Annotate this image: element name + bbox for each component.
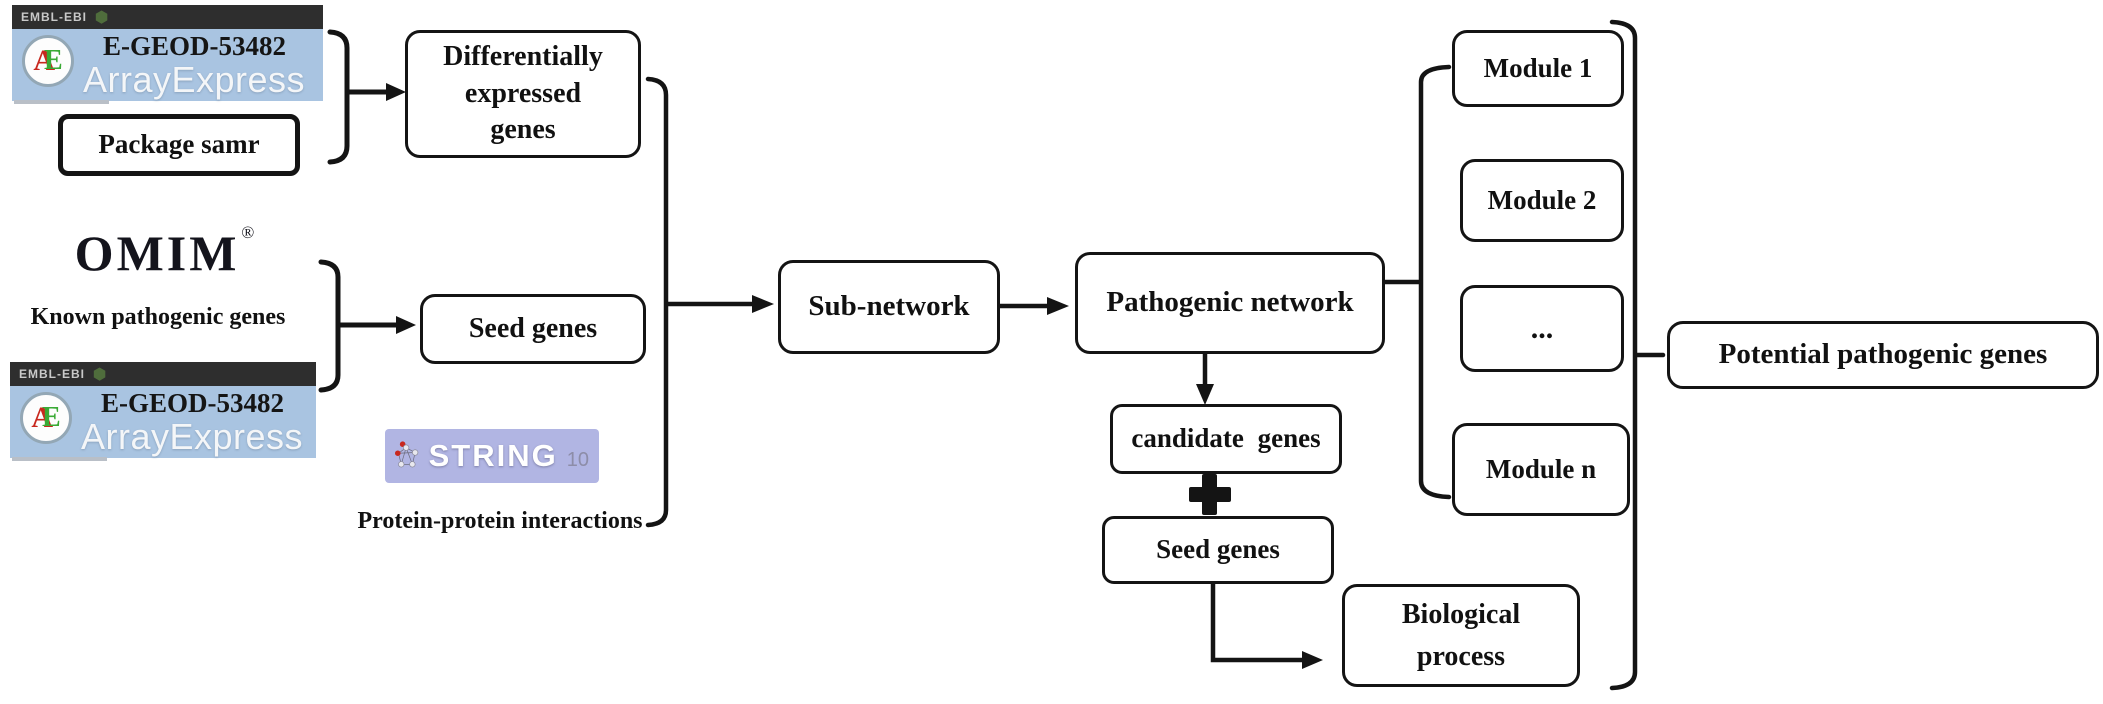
arrayexpress-card-top: EMBL-EBI ⬢ A E E-GEOD-53482 ArrayExpress xyxy=(12,5,323,104)
potential-pathogenic-genes-label: Potential pathogenic genes xyxy=(1718,338,2048,371)
module-2-label: Module 2 xyxy=(1487,184,1597,215)
biological-process-line-1: Biological xyxy=(1401,598,1521,630)
logo-base-strip xyxy=(14,100,109,104)
seed-genes-lower-box: Seed genes xyxy=(1102,516,1334,584)
seed-genes-lower-label: Seed genes xyxy=(1156,534,1280,565)
string-network-icon xyxy=(395,441,419,468)
logo-letter-a: A xyxy=(33,44,55,77)
sub-network-box: Sub-network xyxy=(778,260,1000,354)
module-1-box: Module 1 xyxy=(1452,30,1624,107)
string-name: STRING xyxy=(428,438,558,473)
plus-icon xyxy=(1189,474,1231,515)
logo-letter-e: E xyxy=(43,45,63,76)
bracket-omim-arrayexpress xyxy=(318,259,341,393)
known-pathogenic-genes-caption: Known pathogenic genes xyxy=(30,304,286,330)
package-samr-label: Package samr xyxy=(98,129,260,160)
registered-mark: ® xyxy=(241,223,258,242)
arrow-subnetwork-to-pathogenic-head xyxy=(1047,297,1069,315)
candidate-genes-box: candidate genes xyxy=(1110,404,1342,474)
bracket-merge-inputs xyxy=(645,76,669,528)
module-n-box: Module n xyxy=(1452,423,1630,516)
deg-line-1: Differentially xyxy=(443,41,603,73)
arrayexpress-brand: ArrayExpress xyxy=(82,59,306,100)
pathogenic-network-box: Pathogenic network xyxy=(1075,252,1385,354)
arrow-seedgenes-to-bioprocess-head xyxy=(1302,651,1323,669)
deg-line-2: expressed xyxy=(464,77,582,109)
module-1-label: Module 1 xyxy=(1483,52,1593,83)
protein-protein-interactions-caption: Protein-protein interactions xyxy=(357,508,643,534)
biological-process-box: Biological process xyxy=(1342,584,1580,687)
string-version: 10 xyxy=(566,448,589,471)
arrow-to-deg-head xyxy=(386,83,406,101)
arrayexpress-panel: A E E-GEOD-53482 ArrayExpress xyxy=(10,386,316,461)
logo-letter-e: E xyxy=(41,402,61,433)
embl-ebi-bar: EMBL-EBI ⬢ xyxy=(12,5,323,29)
leaf-icon: ⬢ xyxy=(93,365,108,383)
module-n-label: Module n xyxy=(1485,453,1597,484)
arrow-seedgenes-to-bioprocess-shaft xyxy=(1210,577,1306,663)
arrayexpress-logo-icon: A E xyxy=(22,35,74,87)
accession-label: E-GEOD-53482 xyxy=(100,388,284,418)
leaf-icon: ⬢ xyxy=(95,8,110,26)
sub-network-label: Sub-network xyxy=(808,290,970,323)
omim-name: OMIM xyxy=(74,225,240,281)
embl-ebi-label: EMBL-EBI xyxy=(19,367,85,381)
module-ellipsis-box: ... xyxy=(1460,285,1624,372)
arrow-pathogenic-to-candidate-head xyxy=(1196,384,1214,405)
deg-line-3: genes xyxy=(490,114,556,146)
bracket-arrayexpress-samr xyxy=(327,29,350,165)
logo-base-strip xyxy=(12,457,107,461)
potential-pathogenic-genes-box: Potential pathogenic genes xyxy=(1667,321,2099,389)
string-db-card: STRING 10 xyxy=(385,429,599,483)
biological-process-line-2: process xyxy=(1416,640,1506,672)
seed-genes-left-label: Seed genes xyxy=(468,312,598,344)
arrayexpress-logo-icon: A E xyxy=(20,392,72,444)
arrayexpress-brand: ArrayExpress xyxy=(80,416,304,457)
differentially-expressed-genes-box: Differentially expressed genes xyxy=(405,30,641,158)
package-samr-box: Package samr xyxy=(58,114,300,176)
embl-ebi-bar: EMBL-EBI ⬢ xyxy=(10,362,316,386)
arrayexpress-card-bottom: EMBL-EBI ⬢ A E E-GEOD-53482 ArrayExpress xyxy=(10,362,316,461)
module-2-box: Module 2 xyxy=(1460,159,1624,242)
module-ellipsis-label: ... xyxy=(1530,312,1554,345)
accession-label: E-GEOD-53482 xyxy=(102,31,286,61)
embl-ebi-label: EMBL-EBI xyxy=(21,10,87,24)
arrow-to-seedgenes-head xyxy=(396,316,416,334)
omim-logo: OMIM® xyxy=(55,224,275,281)
logo-letter-a: A xyxy=(31,401,53,434)
bracket-modules-left xyxy=(1418,64,1452,500)
arrow-to-subnetwork-head xyxy=(752,295,774,313)
arrayexpress-panel: A E E-GEOD-53482 ArrayExpress xyxy=(12,29,323,104)
pathogenic-network-label: Pathogenic network xyxy=(1106,286,1354,319)
seed-genes-left-box: Seed genes xyxy=(420,294,646,364)
candidate-genes-label: candidate genes xyxy=(1131,423,1321,454)
